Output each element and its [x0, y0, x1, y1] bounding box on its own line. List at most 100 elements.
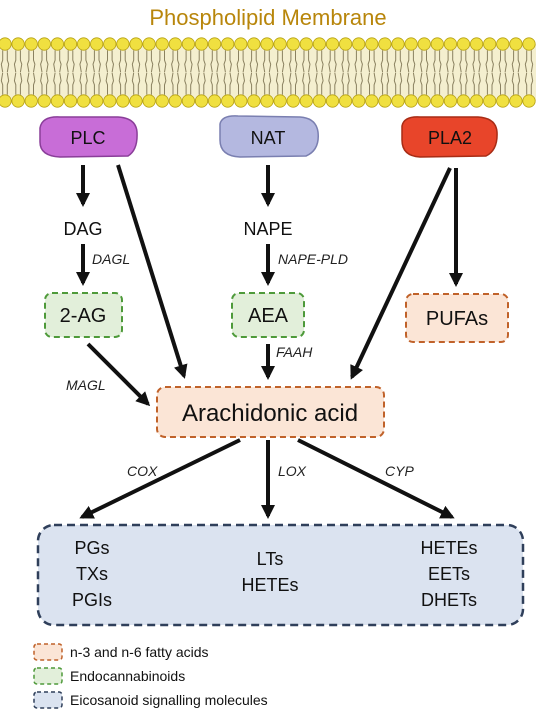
lipid-tail [354, 50, 357, 73]
arachidonic-acid-label: Arachidonic acid [182, 400, 358, 427]
lipid-head [312, 94, 326, 108]
lipid-tail [53, 72, 56, 95]
lipid-head [260, 94, 274, 108]
pla2-label: PLA2 [428, 128, 472, 148]
lox-label: LOX [278, 463, 307, 479]
lipid-head [338, 37, 353, 51]
membrane-title: Phospholipid Membrane [149, 5, 386, 30]
lipid-tail [210, 50, 213, 73]
lipid-tail [406, 72, 410, 95]
lipid-tail [66, 72, 69, 95]
lipid-tail [46, 72, 49, 95]
lipid-tail [446, 72, 449, 95]
lipid-head [430, 94, 444, 108]
lipid-tail [268, 50, 272, 73]
lipid-head [168, 94, 182, 108]
lipid-tail [118, 50, 122, 73]
lipid-tail [289, 72, 292, 95]
lipid-tail [517, 50, 521, 73]
lipid-head [404, 94, 418, 108]
lipid-tail [315, 50, 318, 73]
lipid-head [90, 94, 104, 108]
lipid-tail [439, 50, 442, 73]
lipid-head [181, 94, 195, 108]
lipid-head [24, 37, 38, 51]
lipid-tail [190, 72, 193, 95]
lipid-tail [0, 72, 4, 95]
lipid-tail [203, 72, 206, 95]
lipid-tail [433, 50, 436, 73]
lipid-tail [158, 72, 161, 95]
lipid-tail [275, 72, 279, 95]
lipid-head [325, 37, 340, 51]
lipid-head [456, 94, 471, 108]
product-pgs: PGs [74, 538, 109, 558]
lipid-tail [150, 50, 154, 73]
lipid-tail [164, 50, 167, 73]
lipid-tail [328, 50, 331, 73]
box-eicosanoids: PGs TXs PGIs LTs HETEs HETEs EETs DHETs [36, 523, 525, 627]
lipid-tail [66, 50, 69, 73]
lipid-tail [223, 72, 226, 95]
lipid-tail [465, 72, 468, 95]
lipid-head [430, 37, 444, 51]
legend-swatch-eicosanoids [33, 691, 63, 709]
lipid-tail [347, 50, 350, 73]
lipid-head [352, 94, 366, 108]
lipid-head [221, 94, 235, 108]
lipid-tail [53, 50, 56, 73]
lipid-head [90, 37, 104, 51]
lipid-head [391, 94, 405, 108]
legend-item-fatty-acids: n-3 and n-6 fatty acids [33, 643, 209, 661]
lipid-tail [13, 72, 17, 95]
lipid-tail [255, 50, 259, 73]
lipid-head [509, 94, 523, 108]
lipid-tail [426, 72, 429, 95]
lipid-tail [137, 72, 141, 95]
lipid-tail [131, 50, 135, 73]
lipid-tail [328, 72, 331, 95]
lipid-tail [524, 50, 528, 73]
lipid-head [443, 37, 457, 51]
lipid-tail [373, 50, 376, 73]
lipid-tail [380, 72, 384, 95]
lipid-tail [504, 50, 507, 73]
lipid-tail [177, 50, 180, 73]
lipid-tail [341, 72, 344, 95]
lipid-tail [171, 72, 174, 95]
arrow-cox [79, 438, 241, 519]
lipid-tail [308, 72, 311, 95]
lipid-tail [111, 72, 114, 95]
lipid-tail [19, 50, 23, 73]
lipid-tail [216, 50, 219, 73]
lipid-head [456, 37, 471, 51]
lipid-tail [79, 50, 82, 73]
lipid-head [338, 94, 353, 108]
lipid-tail [255, 72, 259, 95]
legend: n-3 and n-6 fatty acids Endocannabinoids… [33, 643, 268, 709]
lipid-head [522, 37, 536, 51]
lipid-tail [367, 50, 370, 73]
lipid-tail [498, 50, 501, 73]
product-cyp-hetes: HETEs [420, 538, 477, 558]
lipid-tail [406, 50, 410, 73]
lipid-tail [59, 50, 62, 73]
lipid-tail [334, 50, 337, 73]
lipid-tail [511, 50, 515, 73]
lipid-tail [452, 50, 455, 73]
lipid-tail [72, 50, 75, 73]
lipid-tail [420, 72, 423, 95]
lipid-tail [439, 72, 442, 95]
lipid-tail [131, 72, 135, 95]
lipid-tail [289, 50, 292, 73]
lipid-tail [33, 72, 36, 95]
lipid-tail [373, 72, 376, 95]
lipid-head [50, 94, 65, 108]
lipid-head [247, 94, 261, 108]
lipid-tail [249, 50, 253, 73]
lipid-tail [242, 72, 245, 95]
lipid-head [417, 94, 431, 108]
lipid-tail [118, 72, 122, 95]
lipid-tail [216, 72, 219, 95]
lipid-head [37, 94, 51, 108]
